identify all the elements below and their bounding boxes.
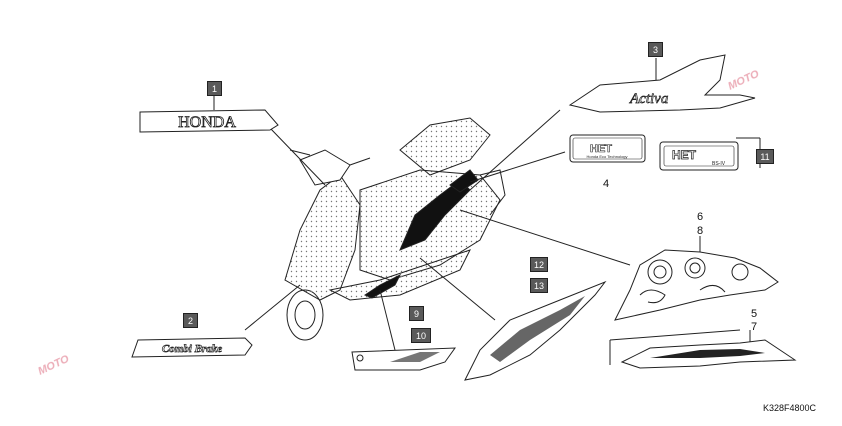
callout-8: 8 bbox=[697, 225, 704, 237]
sticker-9-10 bbox=[351, 347, 456, 371]
callout-12: 12 bbox=[530, 257, 548, 272]
sticker-honda: HONDA bbox=[139, 109, 279, 133]
activa-text: Activa bbox=[629, 91, 668, 107]
callout-9: 9 bbox=[409, 306, 424, 321]
callout-6: 6 bbox=[697, 211, 704, 223]
callout-5: 5 bbox=[751, 308, 758, 320]
callout-7: 7 bbox=[751, 321, 758, 333]
scooter-illustration bbox=[284, 117, 506, 341]
callout-13: 13 bbox=[530, 278, 548, 293]
het-text: HET bbox=[590, 143, 612, 155]
sticker-activa: Activa bbox=[568, 54, 756, 113]
combi-brake-text: Combi Brake bbox=[162, 343, 222, 355]
sticker-combi-brake: Combi Brake bbox=[131, 337, 253, 358]
honda-text: HONDA bbox=[178, 114, 236, 131]
het-sub-text: Honda Eco Technology bbox=[586, 154, 627, 159]
callout-11: 11 bbox=[756, 149, 774, 164]
sticker-het: HET Honda Eco Technology bbox=[569, 134, 646, 163]
callout-4: 4 bbox=[603, 178, 610, 190]
callout-1: 1 bbox=[207, 81, 222, 96]
callout-10: 10 bbox=[411, 328, 431, 343]
watermark-right: MOTO bbox=[726, 68, 761, 93]
het-large-sub-text: BS-IV bbox=[712, 161, 726, 167]
sticker-12-13 bbox=[464, 280, 607, 381]
callout-2: 2 bbox=[183, 313, 198, 328]
sticker-het-large: HET BS-IV bbox=[659, 141, 739, 171]
drawing-code: K328F4800C bbox=[762, 403, 816, 413]
sticker-swirl-graphic bbox=[614, 249, 779, 321]
sticker-stripe-5-7 bbox=[620, 339, 797, 369]
callout-3: 3 bbox=[648, 42, 663, 57]
leader-lines bbox=[213, 58, 761, 365]
het-large-text: HET bbox=[672, 148, 697, 162]
watermark-left: MOTO bbox=[36, 353, 71, 378]
